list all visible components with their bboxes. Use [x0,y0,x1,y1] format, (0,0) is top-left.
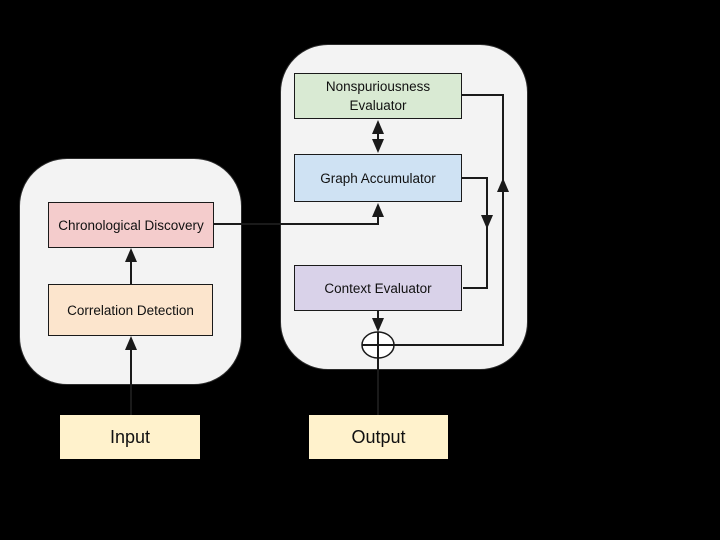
nonspuriousness-evaluator-box: Nonspuriousness Evaluator [294,73,462,119]
context-evaluator-label: Context Evaluator [324,280,432,296]
arrow-chronological-to-graph-accumulator [214,203,384,225]
arrow-correlation-to-chronological [125,248,137,284]
chronological-discovery-label: Chronological Discovery [58,217,204,233]
correlation-detection-label: Correlation Detection [67,302,194,318]
context-evaluator-box: Context Evaluator [294,265,462,311]
nonspuriousness-evaluator-label: Nonspuriousness Evaluator [325,79,431,113]
input-label: Input [109,426,151,447]
output-label-box: Output [309,415,448,459]
chronological-discovery-box: Chronological Discovery [48,202,214,248]
arrow-nonspuriousness-graph-bidirectional [372,120,384,153]
input-label-box: Input [60,415,200,459]
arrow-combiner-to-nonspuriousness [362,94,509,346]
output-label: Output [351,426,406,447]
graph-accumulator-label: Graph Accumulator [320,170,436,186]
graph-accumulator-box: Graph Accumulator [294,154,462,202]
correlation-detection-box: Correlation Detection [48,284,213,336]
arrow-input-to-correlation [125,336,137,415]
arrow-context-to-combiner [372,311,384,332]
arrow-graph-to-context [462,177,493,289]
